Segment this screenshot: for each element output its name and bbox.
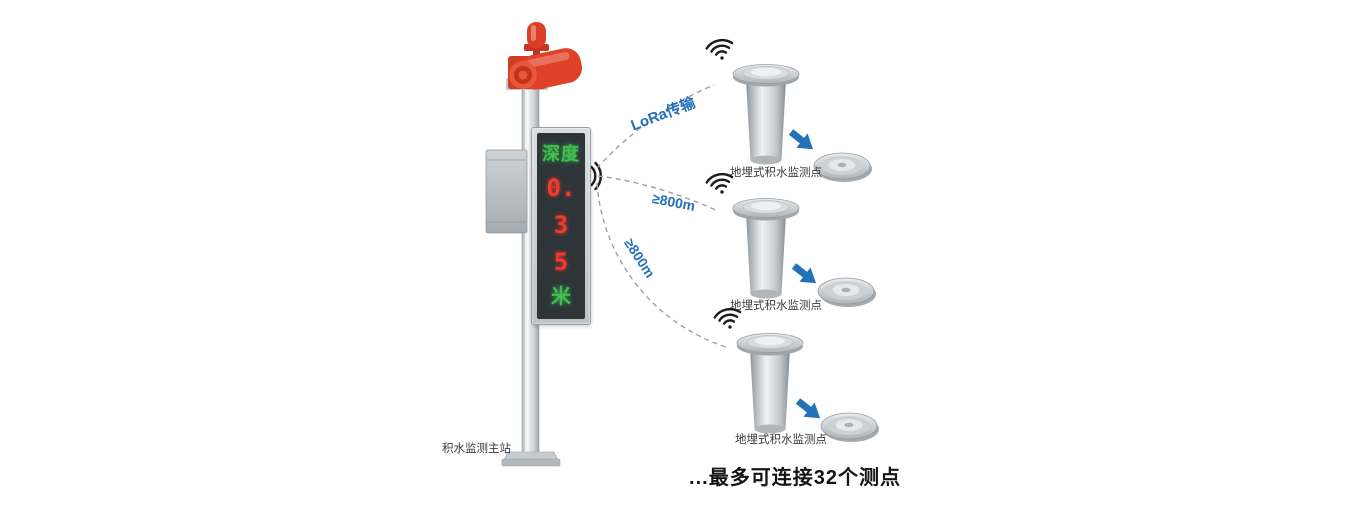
alarm-beacon-icon <box>524 22 549 58</box>
link-top <box>596 84 715 169</box>
led-line-digit1: 0. <box>546 174 576 203</box>
main-station-label: 积水监测主站 <box>442 443 511 455</box>
arrow-2-icon <box>788 258 822 291</box>
footer-caption: ...最多可连接32个测点 <box>689 467 901 489</box>
arrow-1-icon <box>785 124 819 157</box>
sensor-3-label: 地埋式积水监测点 <box>735 434 827 446</box>
buried-sensor-1 <box>732 64 800 165</box>
pole-highlight <box>525 78 529 452</box>
sensor-2-label: 地埋式积水监测点 <box>730 300 822 312</box>
buried-sensor-3 <box>736 333 804 434</box>
led-line-unit: 米 <box>551 284 571 309</box>
arrow-3-icon <box>792 393 826 426</box>
sensor-1-label: 地埋式积水监测点 <box>730 167 822 179</box>
led-line-digit3: 5 <box>553 247 569 276</box>
base-plate <box>501 451 561 467</box>
led-display: 深度 0. 3 5 米 <box>531 127 591 325</box>
led-screen: 深度 0. 3 5 米 <box>537 133 585 319</box>
link-middle <box>597 175 719 212</box>
main-station <box>485 22 603 467</box>
led-line-depth: 深度 <box>542 143 580 165</box>
led-line-digit2: 3 <box>553 210 569 239</box>
buried-sensor-2 <box>732 198 800 299</box>
link-bottom <box>596 182 727 348</box>
sensor-1-wifi-icon <box>704 36 737 64</box>
siren-horn-icon <box>508 48 583 90</box>
control-box <box>485 149 528 234</box>
lora-links <box>596 84 727 348</box>
